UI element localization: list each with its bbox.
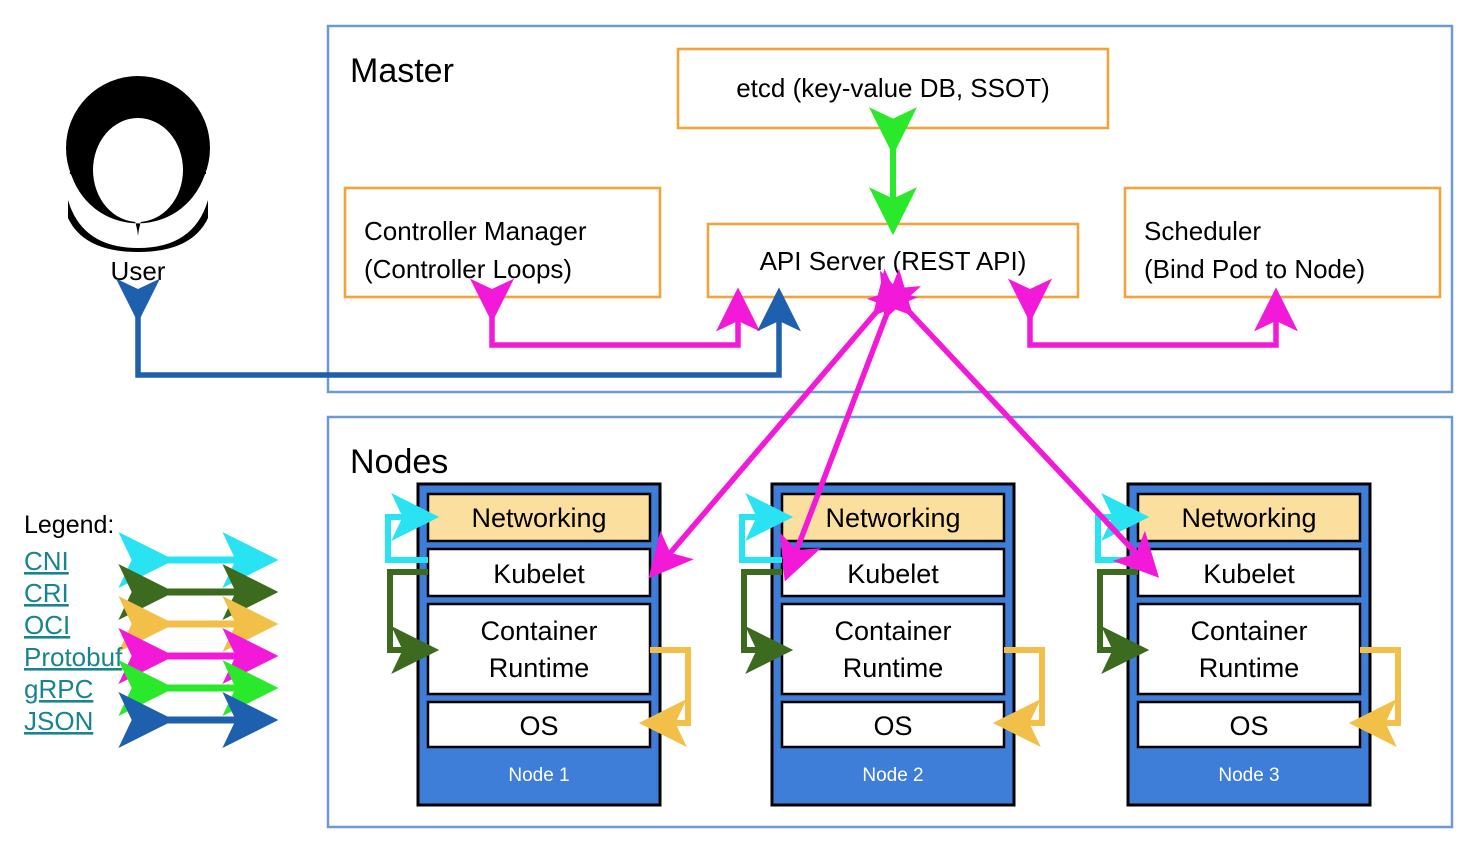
scheduler-box[interactable]: Scheduler (Bind Pod to Node)	[1123, 186, 1442, 299]
legend-item-protobuf-label[interactable]: Protobuf	[24, 642, 123, 672]
node-2-container-runtime-label-line2: Runtime	[843, 653, 944, 683]
nodes-group-title: Nodes	[350, 443, 448, 481]
api-server-box[interactable]: API Server (REST API)	[706, 222, 1080, 299]
json-user-apiserver-arrow	[116, 278, 801, 378]
node-3-networking-label: Networking	[1181, 503, 1316, 533]
node-3-container-runtime-label-line1: Container	[1190, 616, 1307, 646]
node-2-os-label: OS	[873, 711, 912, 741]
node-1-cni-arrow	[385, 493, 440, 563]
node-1-oci-arrow	[638, 647, 691, 747]
controller-manager-box[interactable]: Controller Manager (Controller Loops)	[343, 186, 662, 299]
legend-title: Legend:	[24, 511, 114, 539]
master-group-title: Master	[350, 52, 454, 90]
node-1-container-runtime-label-line1: Container	[480, 616, 597, 646]
node-3-kubelet-label: Kubelet	[1203, 559, 1295, 589]
node-1-os-box[interactable]	[426, 700, 652, 749]
node-1-cri-arrow	[387, 569, 440, 674]
node-3[interactable]: Networking Kubelet Container Runtime OS …	[1095, 482, 1401, 807]
legend-item-json-label[interactable]: JSON	[24, 706, 93, 736]
node-2-container-runtime-label-line1: Container	[834, 616, 951, 646]
controller-manager-label-line2: (Controller Loops)	[364, 254, 572, 284]
legend-item-cni-label[interactable]: CNI	[24, 546, 69, 576]
node-3-container-runtime-box[interactable]	[1136, 602, 1362, 696]
etcd-box[interactable]: etcd (key-value DB, SSOT)	[676, 47, 1110, 130]
scheduler-label-line1: Scheduler	[1144, 216, 1261, 246]
legend-item-cri-label[interactable]: CRI	[24, 578, 69, 608]
node-1-container-runtime-label-line2: Runtime	[489, 653, 590, 683]
node-1-os-label: OS	[519, 711, 558, 741]
protobuf-apiserver-node3-arrow	[866, 268, 1160, 578]
node-3-os-box[interactable]	[1136, 700, 1362, 749]
node-3-networking-box[interactable]	[1136, 492, 1362, 543]
user-actor: User	[66, 76, 210, 286]
node-1-kubelet-label: Kubelet	[493, 559, 585, 589]
node-2-label: Node 2	[862, 765, 923, 786]
node-2-oci-arrow	[992, 647, 1045, 747]
node-3-kubelet-box[interactable]	[1136, 547, 1362, 598]
user-label: User	[111, 256, 166, 286]
node-2[interactable]: Networking Kubelet Container Runtime OS …	[739, 482, 1045, 807]
legend-item-oci-label[interactable]: OCI	[24, 610, 70, 640]
node-3-container-runtime-label-line2: Runtime	[1199, 653, 1300, 683]
node-2-networking-label: Networking	[825, 503, 960, 533]
protobuf-apiserver-scheduler-arrow	[1008, 278, 1298, 348]
legend: Legend: CNI CRI OCI Protobuf gRPC JSON	[24, 511, 279, 748]
node-1[interactable]: Networking Kubelet Container Runtime OS …	[385, 482, 691, 807]
scheduler-label-line2: (Bind Pod to Node)	[1144, 254, 1365, 284]
node-2-kubelet-label: Kubelet	[847, 559, 939, 589]
api-server-label: API Server (REST API)	[760, 246, 1027, 276]
etcd-label: etcd (key-value DB, SSOT)	[736, 73, 1050, 103]
legend-item-grpc-label[interactable]: gRPC	[24, 674, 93, 704]
node-2-container-runtime-box[interactable]	[780, 602, 1006, 696]
protobuf-controller-manager-apiserver-arrow	[470, 278, 760, 348]
node-1-label: Node 1	[508, 765, 569, 786]
node-3-os-label: OS	[1229, 711, 1268, 741]
controller-manager-label-line1: Controller Manager	[364, 216, 587, 246]
user-avatar-icon	[66, 76, 210, 252]
node-3-label: Node 3	[1218, 765, 1279, 786]
node-1-networking-label: Networking	[471, 503, 606, 533]
node-3-oci-arrow	[1348, 647, 1401, 747]
